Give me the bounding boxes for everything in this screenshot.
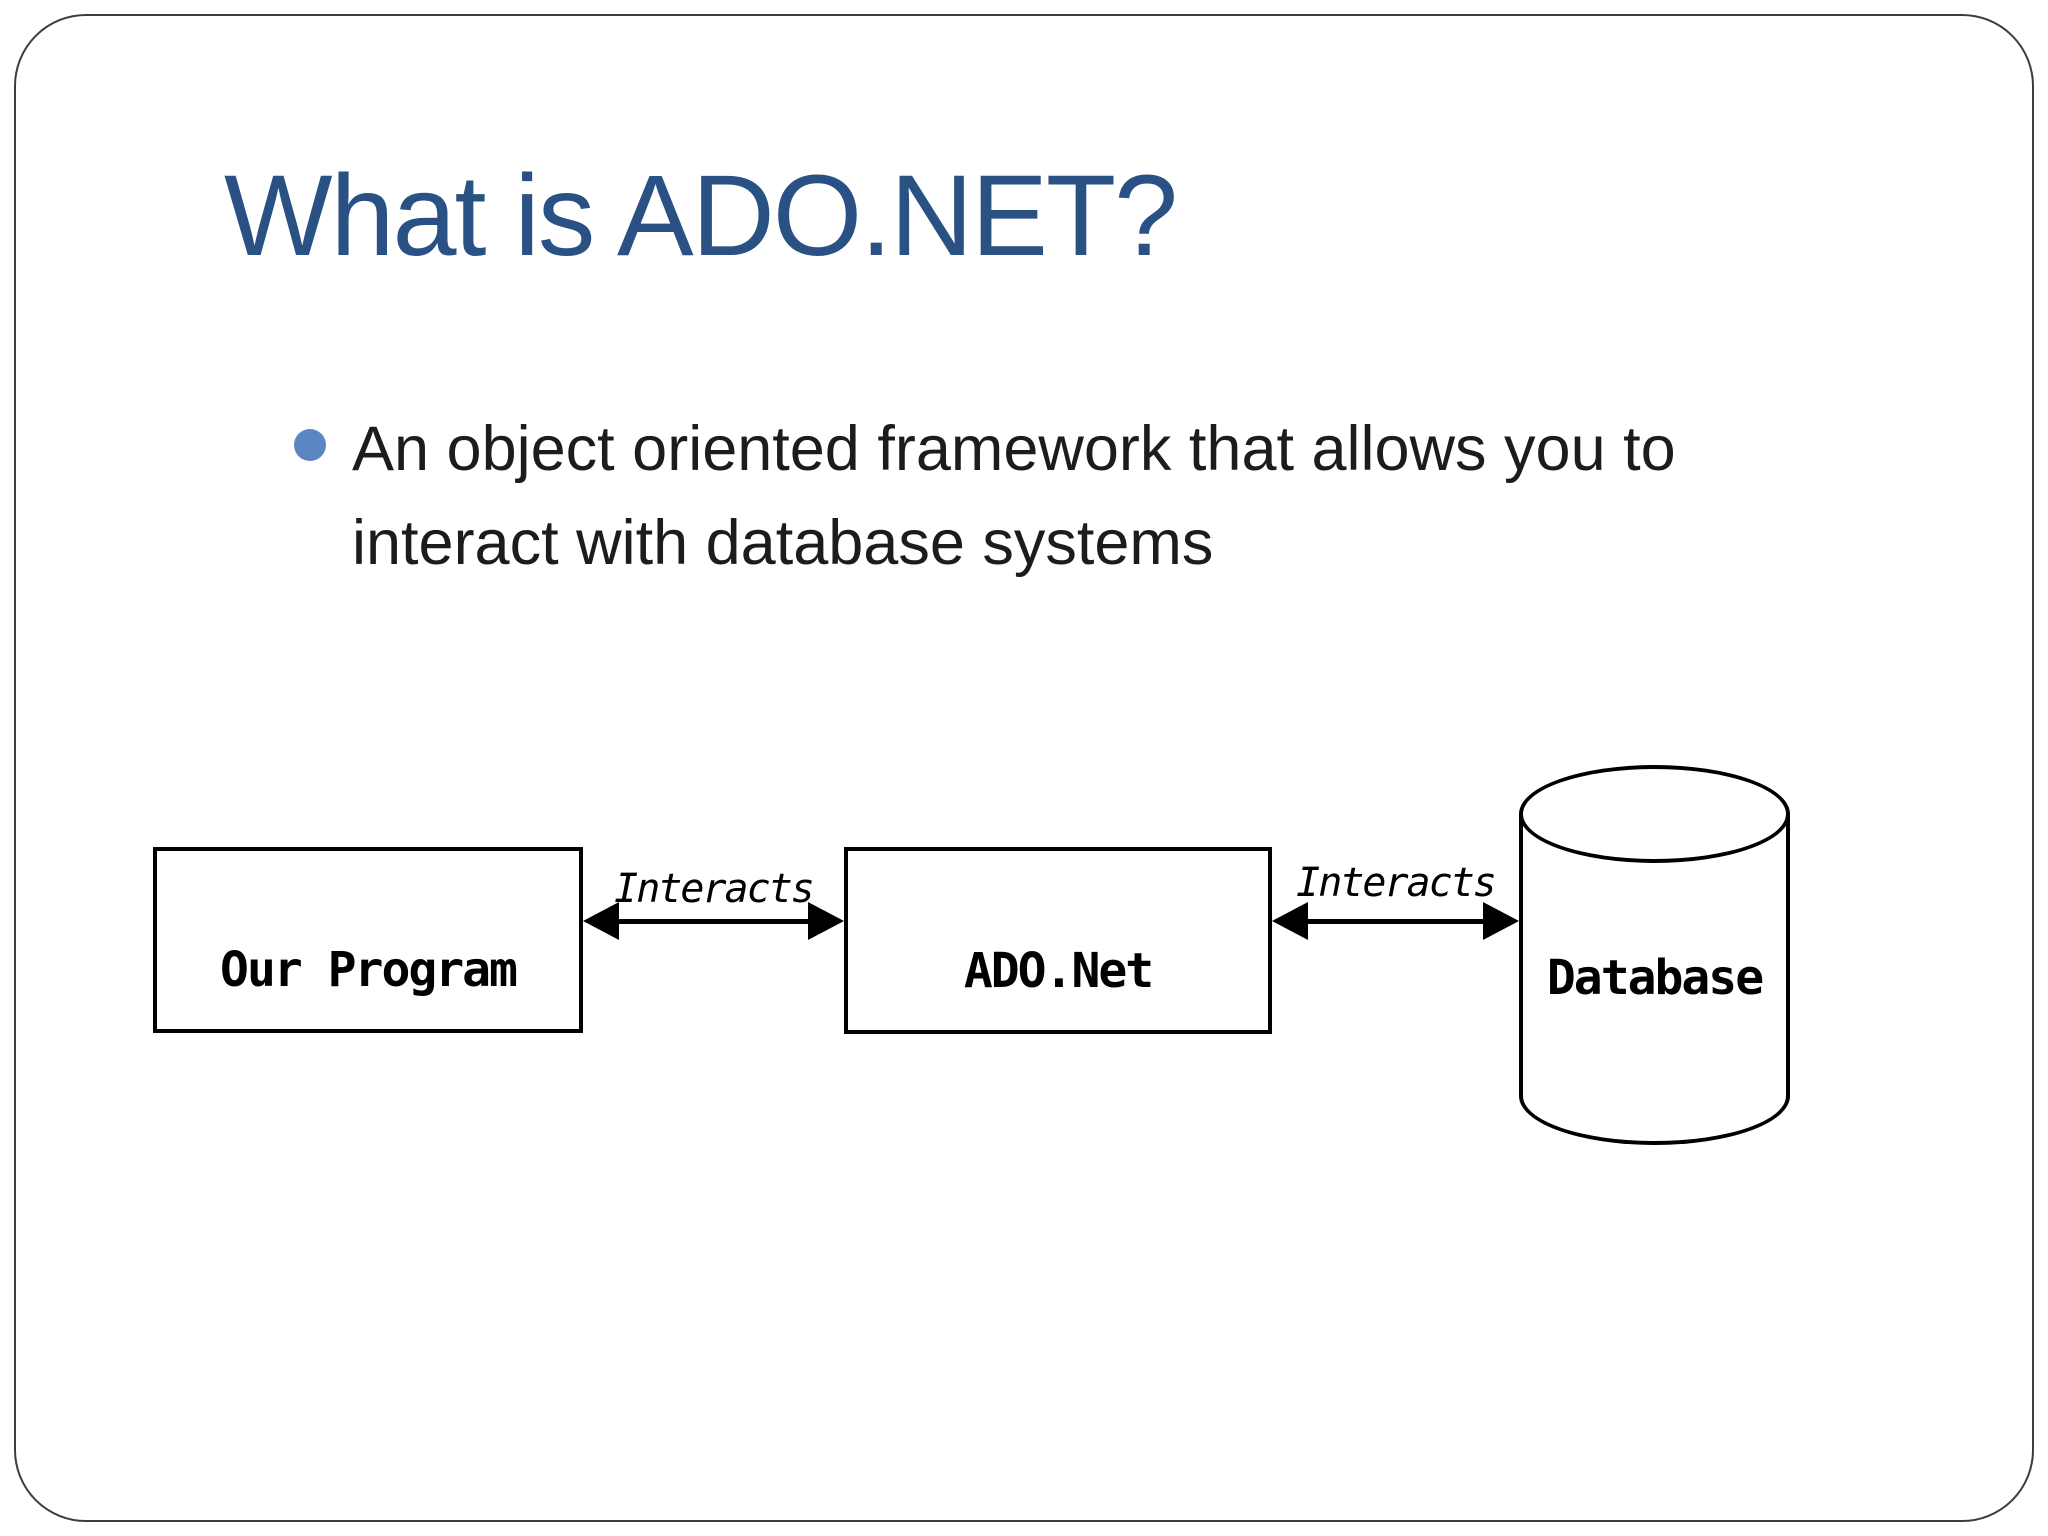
arrow-shaft xyxy=(591,919,836,924)
connector-program-adonet: Interacts xyxy=(583,866,844,986)
double-arrow-icon xyxy=(1272,902,1519,940)
node-ado-net: ADO.Net xyxy=(844,847,1272,1034)
arrow-shaft xyxy=(1280,919,1511,924)
bullet-item: An object oriented framework that allows… xyxy=(294,402,1676,590)
connector-adonet-database-label: Interacts xyxy=(1296,860,1497,906)
arrowhead-right-icon xyxy=(808,902,844,940)
bullet-line-2: interact with database systems xyxy=(352,508,1214,578)
bullet-dot-icon xyxy=(294,429,326,461)
node-ado-net-label: ADO.Net xyxy=(963,942,1154,999)
node-database-label: Database xyxy=(1546,950,1764,1006)
connector-adonet-database: Interacts xyxy=(1272,860,1519,980)
bullet-text: An object oriented framework that allows… xyxy=(352,402,1676,590)
arrowhead-right-icon xyxy=(1483,902,1519,940)
cylinder-top-icon xyxy=(1519,765,1790,863)
connector-program-adonet-label: Interacts xyxy=(614,866,815,912)
bullet-line-1: An object oriented framework that allows… xyxy=(352,414,1676,484)
page-title: What is ADO.NET? xyxy=(224,152,1178,280)
double-arrow-icon xyxy=(583,902,844,940)
node-our-program: Our Program xyxy=(153,847,583,1033)
node-database: Database xyxy=(1519,765,1790,1145)
node-our-program-label: Our Program xyxy=(220,942,518,998)
cylinder-body-icon xyxy=(1519,814,1790,1145)
